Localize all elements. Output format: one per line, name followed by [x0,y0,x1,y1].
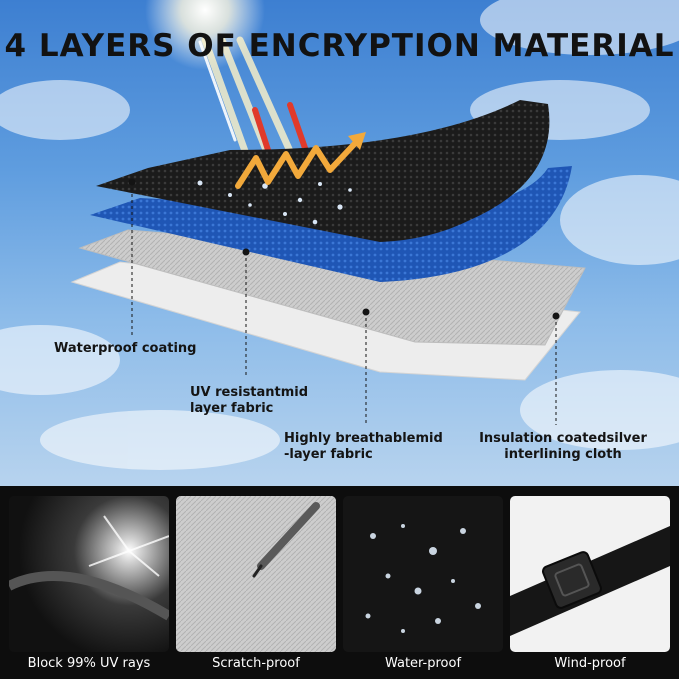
scratch-icon [176,496,336,652]
layers-illustration: 4 LAYERS OF ENCRYPTION MATERIAL Waterpro… [0,0,679,486]
label-line: Insulation coatedsilver [479,431,647,446]
heat-arrow-head [348,132,366,150]
sun-rays [198,36,308,169]
caption-scratch: Scratch-proof [212,656,300,671]
label-line: UV resistantmid [190,385,309,400]
buckle-strap-icon [510,526,670,636]
page-title: 4 LAYERS OF ENCRYPTION MATERIAL [4,28,675,64]
caption-wind: Wind-proof [554,656,626,671]
layer-white [70,261,581,381]
leader-dots [128,178,560,320]
sun [145,0,265,70]
layer-black [96,100,550,242]
feature-water-panel [343,496,503,652]
uv-sunlight-icon [9,515,169,621]
label-line: Waterproof coating [54,341,197,356]
label-line: Highly breathablemid [284,431,443,446]
label-waterproof-coating: Waterproof coating [54,341,197,357]
illustration-art [0,0,679,470]
water-drops [197,180,352,225]
feature-uv-panel [9,496,169,652]
feature-scratch-panel [176,496,336,652]
feature-strip: Block 99% UV rays Scratch-proof Water-pr… [0,486,679,679]
heat-arrow [235,135,363,189]
label-line: interlining cloth [504,447,622,462]
label-line: -layer fabric [284,447,373,462]
label-uv-resistant: UV resistantmid layer fabric [190,385,308,417]
label-insulation: Insulation coatedsilver interlining clot… [476,431,650,463]
water-drops-icon [365,524,481,633]
leader-lines [131,182,557,425]
feature-wind-panel [510,496,670,652]
caption-uv: Block 99% UV rays [27,656,151,671]
label-breathable: Highly breathablemid -layer fabric [284,431,443,463]
label-line: layer fabric [190,401,274,416]
caption-water: Water-proof [384,656,462,671]
